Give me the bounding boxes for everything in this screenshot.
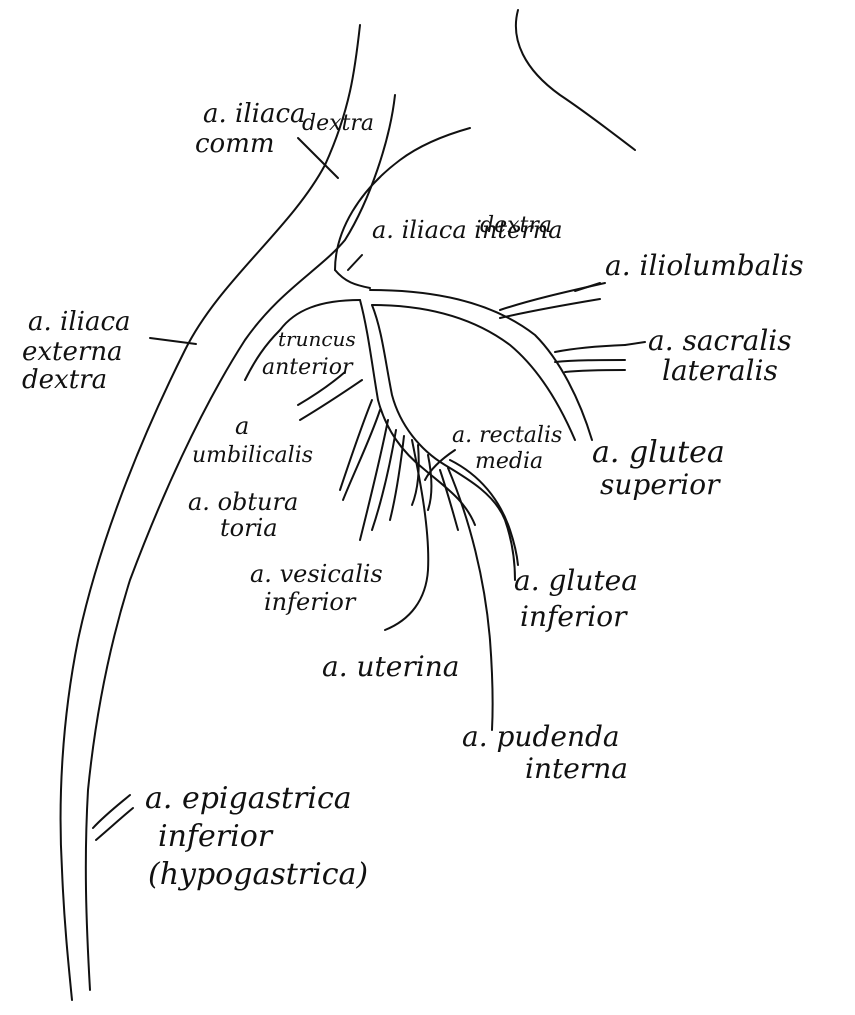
vessel-epigastrica-1 bbox=[93, 795, 130, 828]
vessels bbox=[61, 10, 635, 1000]
label-epigastrica-3: (hypogastrica) bbox=[148, 857, 368, 892]
label-sacralis-2: lateralis bbox=[662, 354, 778, 387]
vessel-epigastrica-2 bbox=[96, 808, 133, 840]
vessel-iliolumbalis-2 bbox=[500, 299, 600, 318]
label-iliaca-comm-3: dextra bbox=[302, 111, 374, 136]
label-iliaca-ext-2: externa bbox=[22, 337, 123, 367]
label-pudenda-1: a. pudenda bbox=[462, 720, 620, 753]
vessel-glutea-inferior bbox=[450, 460, 518, 565]
vessel-umbilicalis bbox=[300, 380, 362, 420]
vessel-rectalis-2 bbox=[428, 455, 431, 510]
vessel-iliaca-interna-loop bbox=[335, 128, 470, 270]
vessel-sacralis-3 bbox=[565, 370, 625, 372]
pointer-iliolumbalis bbox=[575, 283, 600, 291]
label-glutea-inf-1: a. glutea bbox=[514, 564, 638, 597]
label-truncus-2: anterior bbox=[262, 355, 354, 380]
vessel-pudenda-2 bbox=[440, 470, 458, 530]
label-vesicalis-1: a. vesicalis bbox=[250, 560, 383, 588]
pointer-iliaca-comm bbox=[298, 138, 338, 178]
label-rectalis-2: media bbox=[475, 449, 543, 474]
vessel-upper-contour bbox=[516, 10, 635, 150]
vessel-iliaca-interna-lower bbox=[335, 270, 370, 288]
label-vesicalis-2: inferior bbox=[264, 588, 357, 616]
label-sacralis-1: a. sacralis bbox=[648, 324, 792, 357]
label-obturatoria-2: toria bbox=[220, 514, 278, 542]
label-epigastrica-2: inferior bbox=[158, 819, 274, 854]
label-iliaca-ext-3: dextra bbox=[22, 365, 107, 395]
label-umbilicalis-1: a bbox=[235, 412, 249, 440]
label-iliaca-comm-2: comm bbox=[195, 129, 275, 159]
label-obturatoria-1: a. obtura bbox=[188, 488, 298, 516]
label-truncus-1: truncus bbox=[278, 327, 356, 351]
label-iliaca-int-2: dextra bbox=[480, 213, 552, 238]
vessel-iliaca-externa-inner bbox=[86, 95, 395, 990]
vessel-obturatoria-2 bbox=[343, 410, 380, 500]
label-epigastrica-1: a. epigastrica bbox=[145, 781, 352, 816]
label-rectalis-1: a. rectalis bbox=[452, 423, 562, 448]
vessel-sacralis-1 bbox=[555, 345, 625, 352]
pointer-sacralis bbox=[625, 342, 645, 345]
label-iliaca-ext-1: a. iliaca bbox=[28, 307, 131, 337]
label-pudenda-2: interna bbox=[525, 752, 628, 785]
label-iliaca-comm-1: a. iliaca bbox=[203, 99, 306, 129]
label-umbilicalis-2: umbilicalis bbox=[192, 443, 313, 468]
label-glutea-inf-2: inferior bbox=[520, 600, 628, 633]
label-glutea-sup-2: superior bbox=[600, 468, 721, 501]
label-uterina: a. uterina bbox=[322, 650, 459, 683]
vessel-posterior-trunk-outer bbox=[370, 290, 592, 440]
label-glutea-sup-1: a. glutea bbox=[592, 435, 725, 470]
labels: a. iliaca comm dextra a. iliaca interna … bbox=[22, 99, 804, 892]
vessel-pudenda bbox=[448, 468, 493, 730]
pointer-iliaca-int bbox=[348, 255, 362, 270]
label-iliolumbalis: a. iliolumbalis bbox=[605, 249, 804, 282]
vessel-sacralis-2 bbox=[555, 360, 625, 362]
